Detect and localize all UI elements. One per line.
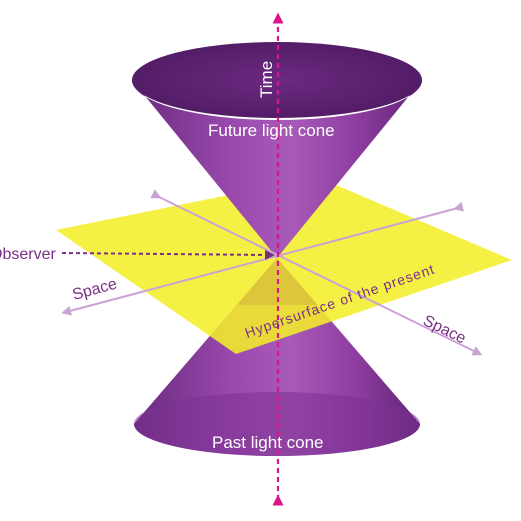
observer-label: Observer (0, 246, 56, 263)
future-cone-label: Future light cone (208, 121, 335, 140)
future-cone-top (132, 42, 422, 118)
space-right-label: Space (420, 312, 468, 347)
space-axis-right (150, 189, 483, 356)
past-cone-label: Past light cone (212, 433, 324, 452)
time-label: Time (257, 61, 276, 98)
